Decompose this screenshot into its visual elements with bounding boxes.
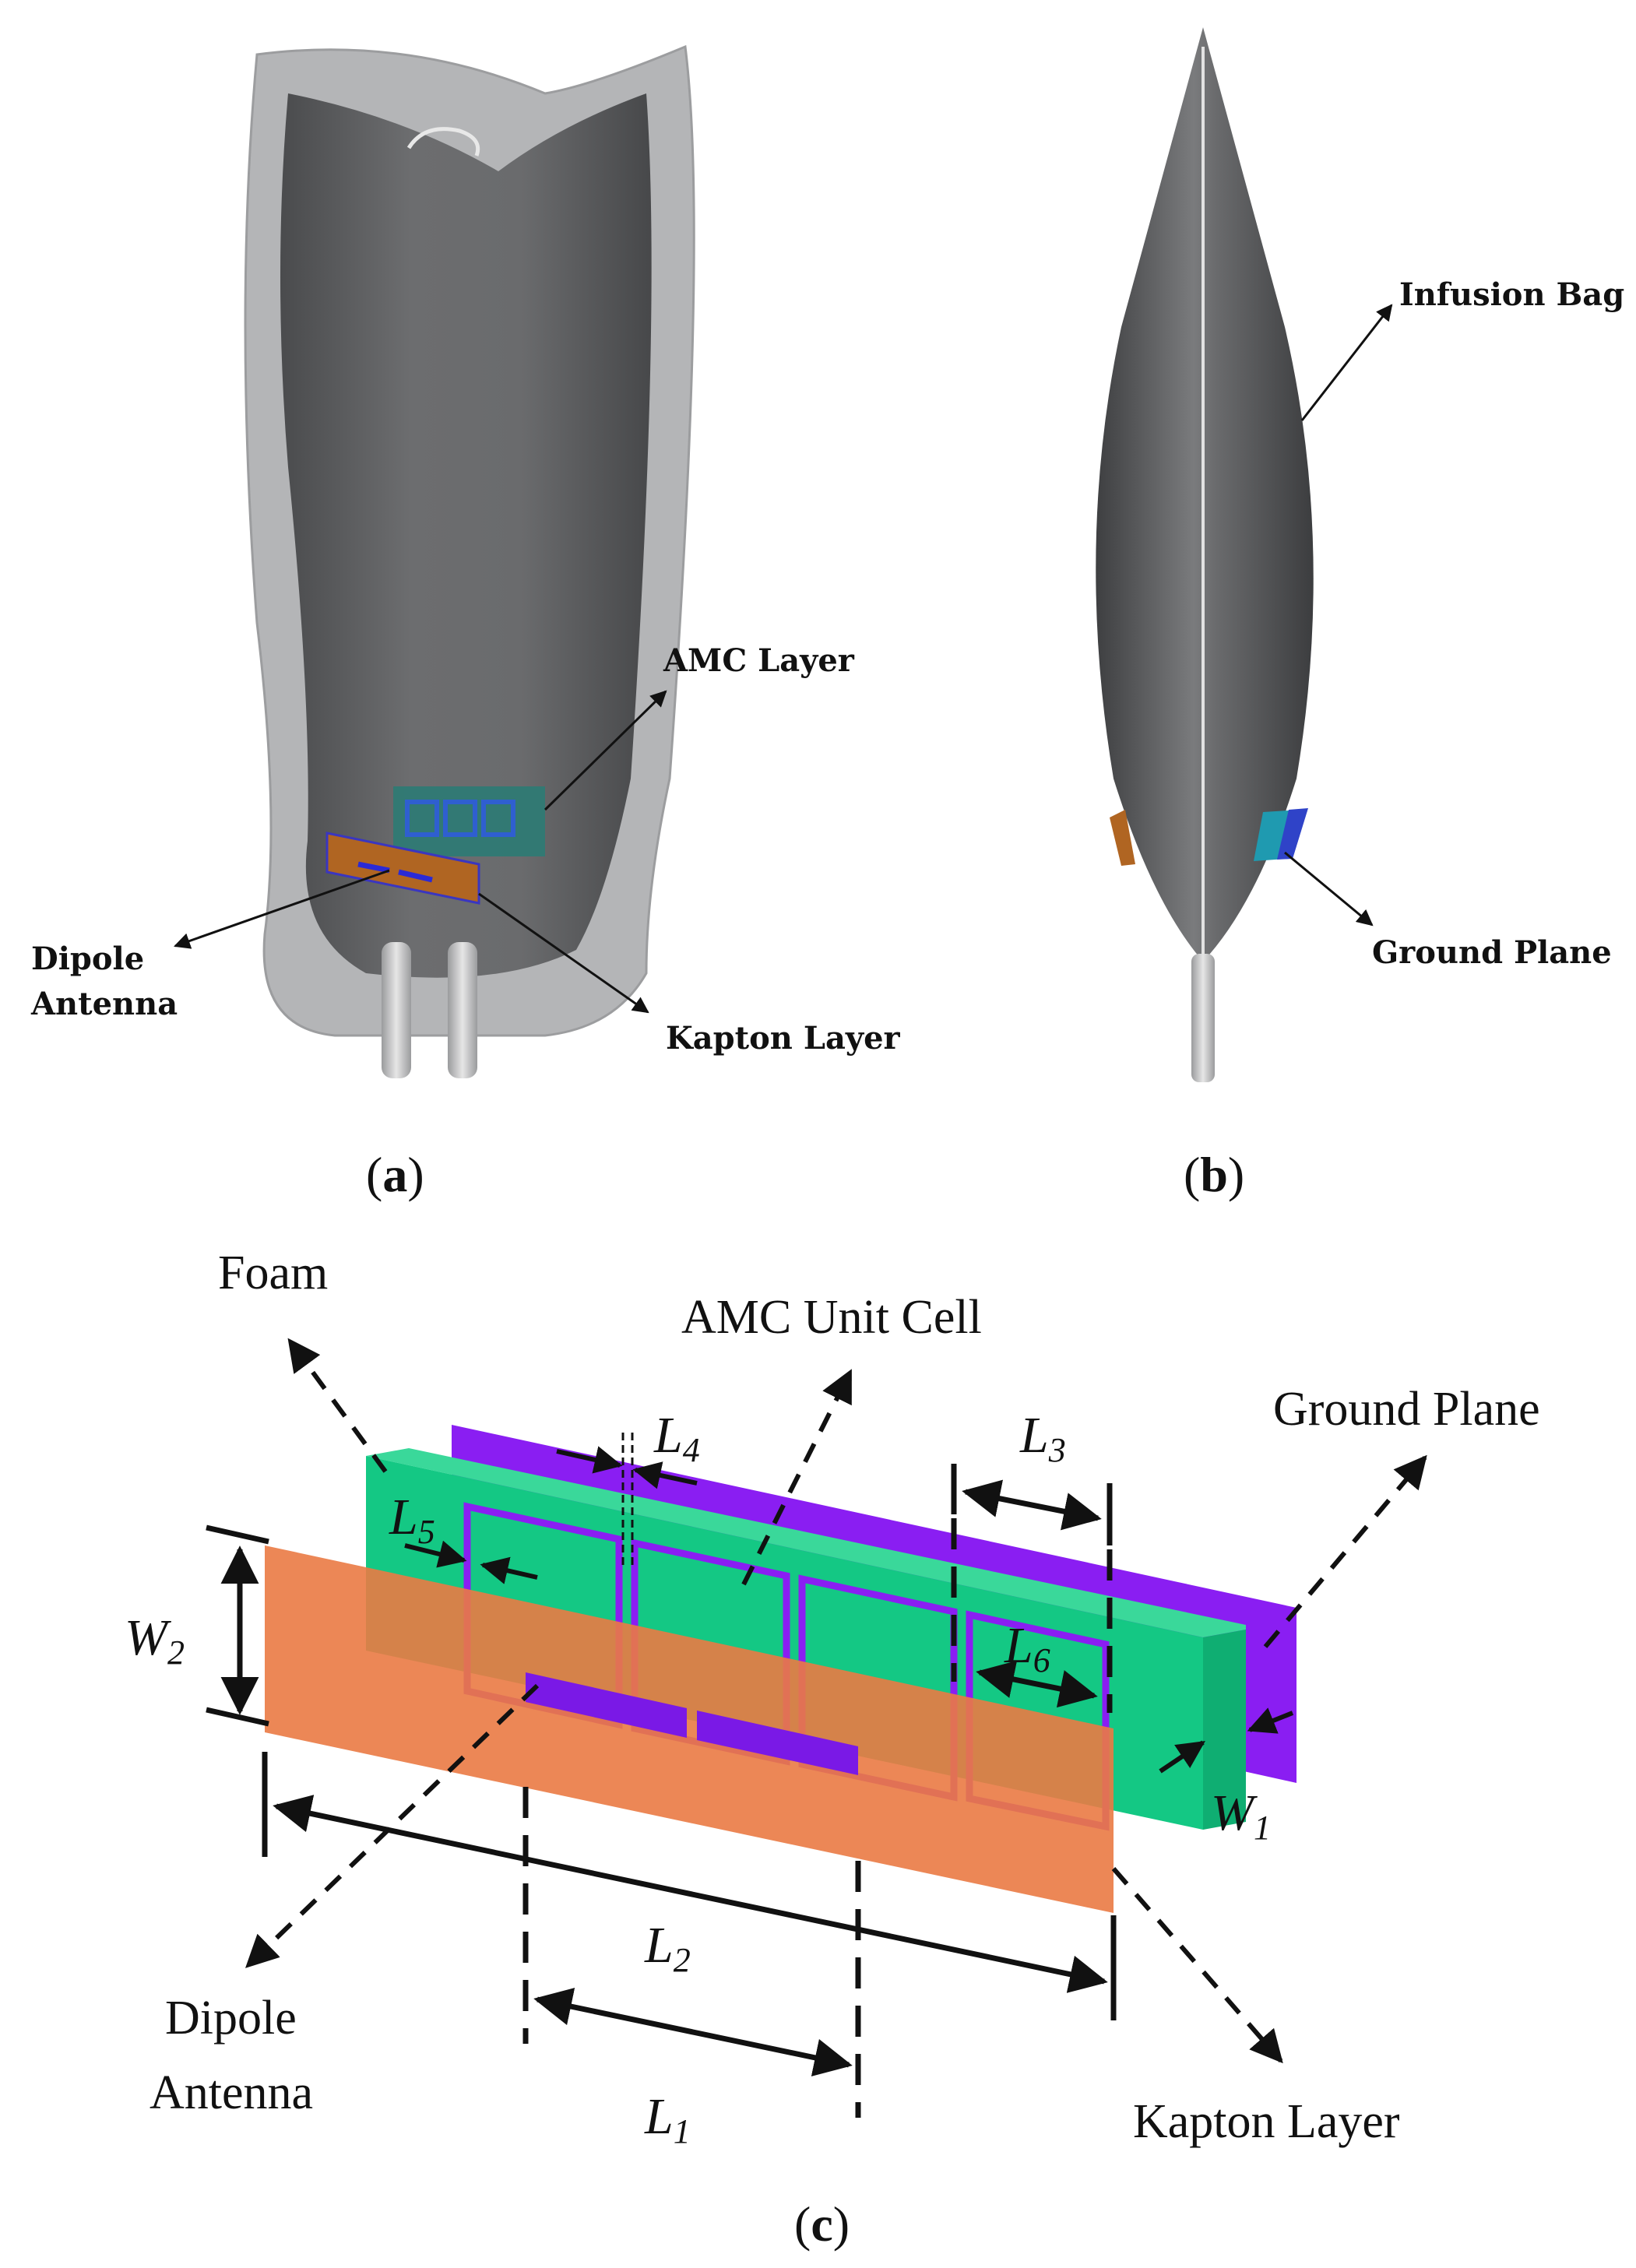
label-ground-plane-c: Ground Plane <box>1273 1383 1540 1436</box>
tube-right <box>448 942 477 1078</box>
dim-w1-arrow-b <box>1247 1707 1294 1734</box>
label-amc-unit-cell: AMC Unit Cell <box>681 1291 982 1344</box>
label-dipole-line1-c: Dipole <box>165 1992 297 2045</box>
label-kapton-layer: Kapton Layer <box>666 1020 901 1057</box>
caption-a-letter: a <box>382 1147 407 1202</box>
side-tube <box>1191 954 1215 1082</box>
ext-w2-bottom <box>206 1707 269 1727</box>
kapton-layer-patch <box>325 832 480 905</box>
ground-plane-leader-c <box>1263 1454 1427 1648</box>
amc-unit-cell-leader <box>741 1369 853 1586</box>
dim-l3-arrow <box>962 1479 1102 1531</box>
bag-body <box>280 93 652 978</box>
ground-plane-leader-b <box>1284 851 1374 927</box>
caption-b-letter: b <box>1200 1147 1228 1202</box>
panel-c: Foam AMC Unit Cell Ground Plane Dipole A… <box>125 1247 1540 2252</box>
foam-side-face <box>1203 1630 1246 1830</box>
amc-cell-1 <box>405 800 439 837</box>
dipole-arm-2 <box>697 1711 858 1775</box>
foam-leader <box>287 1338 388 1473</box>
dim-label-w1: W1 <box>1211 1785 1271 1847</box>
side-ground-plane-edge <box>1277 808 1308 860</box>
label-dipole-line2-c: Antenna <box>150 2066 313 2119</box>
kapton-leader <box>478 892 649 1014</box>
infusion-bag-leader <box>1300 304 1393 421</box>
side-kapton-edge <box>1110 810 1135 866</box>
foam-top-face <box>366 1448 1246 1637</box>
label-dipole-line2: Antenna <box>30 986 178 1022</box>
dim-label-l1: L1 <box>644 2088 691 2150</box>
amc-cell-2 <box>443 800 477 837</box>
dipole-leader <box>174 869 390 949</box>
label-kapton-layer-c: Kapton Layer <box>1133 2095 1400 2148</box>
bag-side-body <box>1096 27 1314 962</box>
dim-label-l5: L5 <box>389 1489 435 1551</box>
kapton-leader-c <box>1111 1867 1283 2064</box>
dim-label-l2: L2 <box>644 1917 691 1979</box>
panel-b: Infusion Bag Ground Plane (b) <box>1096 27 1624 1202</box>
hanger-hole <box>406 127 480 156</box>
dim-l4-arrow-b <box>632 1461 698 1489</box>
dim-l5-arrow-b <box>480 1556 538 1584</box>
label-dipole-line1: Dipole <box>31 941 144 977</box>
dim-w1-arrow-a <box>1159 1740 1205 1774</box>
label-amc-layer: AMC Layer <box>663 642 855 679</box>
tube-left <box>382 942 411 1078</box>
label-ground-plane-b: Ground Plane <box>1372 934 1612 971</box>
dim-l5-arrow <box>404 1540 467 1568</box>
dipole-arm-left <box>357 861 390 874</box>
amc-layer-leader <box>544 690 667 811</box>
dim-l2-arrow <box>273 1795 1108 1993</box>
label-foam: Foam <box>218 1247 328 1299</box>
panel-a: AMC Layer Dipole Antenna Kapton Layer (a… <box>30 44 901 1202</box>
label-infusion-bag: Infusion Bag <box>1399 276 1624 313</box>
dim-label-l3: L3 <box>1019 1407 1066 1469</box>
dim-label-l4: L4 <box>653 1407 700 1469</box>
dipole-arm-1 <box>526 1672 687 1738</box>
dim-label-w2: W2 <box>125 1609 185 1672</box>
amc-cell-3 <box>481 800 515 837</box>
caption-c: (c) <box>794 2196 850 2252</box>
caption-a: (a) <box>366 1147 424 1202</box>
dim-l4-arrow-a <box>556 1446 623 1474</box>
caption-b: (b) <box>1184 1147 1244 1202</box>
dim-l6-arrow <box>976 1660 1098 1708</box>
dipole-arm-right <box>398 869 433 883</box>
dim-l1-arrow <box>533 1988 853 2076</box>
dim-label-l6: L6 <box>1004 1617 1050 1679</box>
amc-layer-patch <box>393 786 545 856</box>
caption-c-letter: c <box>811 2196 832 2252</box>
ext-w2-top <box>206 1524 269 1545</box>
